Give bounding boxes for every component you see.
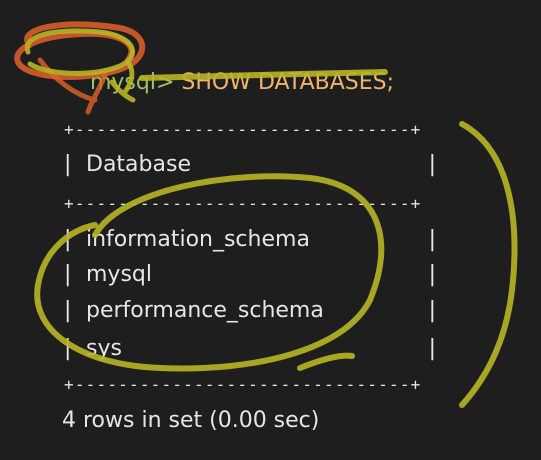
table-row: | sys |: [64, 336, 436, 364]
mysql-prompt: mysql: [89, 70, 156, 95]
command-line: mysql> SHOW DATABASES;: [62, 44, 394, 122]
table-pipe: |: [428, 336, 436, 361]
table-row: | information_schema |: [64, 227, 436, 255]
table-row: | mysql |: [64, 262, 436, 290]
table-pipe: |: [428, 227, 436, 252]
table-pipe: |: [64, 262, 72, 287]
column-header-database: Database: [86, 152, 191, 177]
table-pipe: |: [64, 227, 72, 252]
table-border-separator: +-------------------------------+: [64, 194, 422, 213]
sql-command: SHOW DATABASES;: [181, 70, 395, 95]
database-name: mysql: [86, 262, 152, 287]
table-pipe: |: [64, 336, 72, 361]
database-name: information_schema: [86, 227, 310, 252]
table-border-bottom: +-------------------------------+: [64, 375, 422, 394]
table-pipe: |: [64, 152, 72, 177]
table-pipe: |: [64, 298, 72, 323]
table-border-top: +-------------------------------+: [64, 120, 422, 139]
table-header-row: | Database |: [64, 152, 436, 180]
result-summary: 4 rows in set (0.00 sec): [62, 408, 320, 433]
table-pipe: |: [428, 298, 436, 323]
database-name: performance_schema: [86, 298, 324, 323]
prompt-symbol: >: [155, 70, 175, 95]
table-row: | performance_schema |: [64, 298, 436, 326]
table-pipe: |: [428, 262, 436, 287]
annotation-right-bracket: [459, 121, 518, 408]
table-pipe: |: [428, 152, 436, 177]
database-name: sys: [86, 336, 122, 361]
